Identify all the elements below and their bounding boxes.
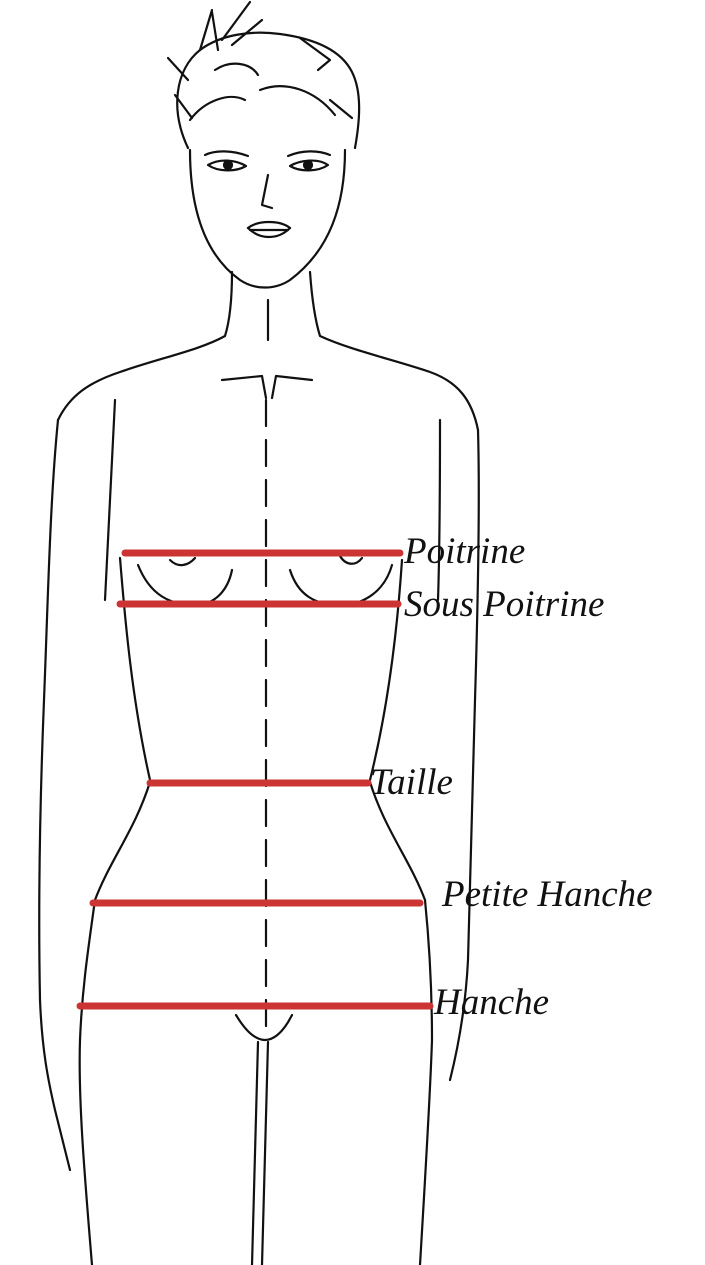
face-drawing (190, 150, 345, 288)
legs-drawing (80, 1040, 432, 1265)
hair-drawing (168, 2, 359, 148)
neck-shoulder-drawing (58, 272, 478, 430)
poitrine-label: Poitrine (404, 533, 525, 570)
sous-poitrine-label: Sous Poitrine (404, 586, 604, 623)
petite-hanche-label: Petite Hanche (442, 876, 653, 913)
taille-label: Taille (370, 764, 453, 801)
hanche-label: Hanche (434, 984, 549, 1021)
